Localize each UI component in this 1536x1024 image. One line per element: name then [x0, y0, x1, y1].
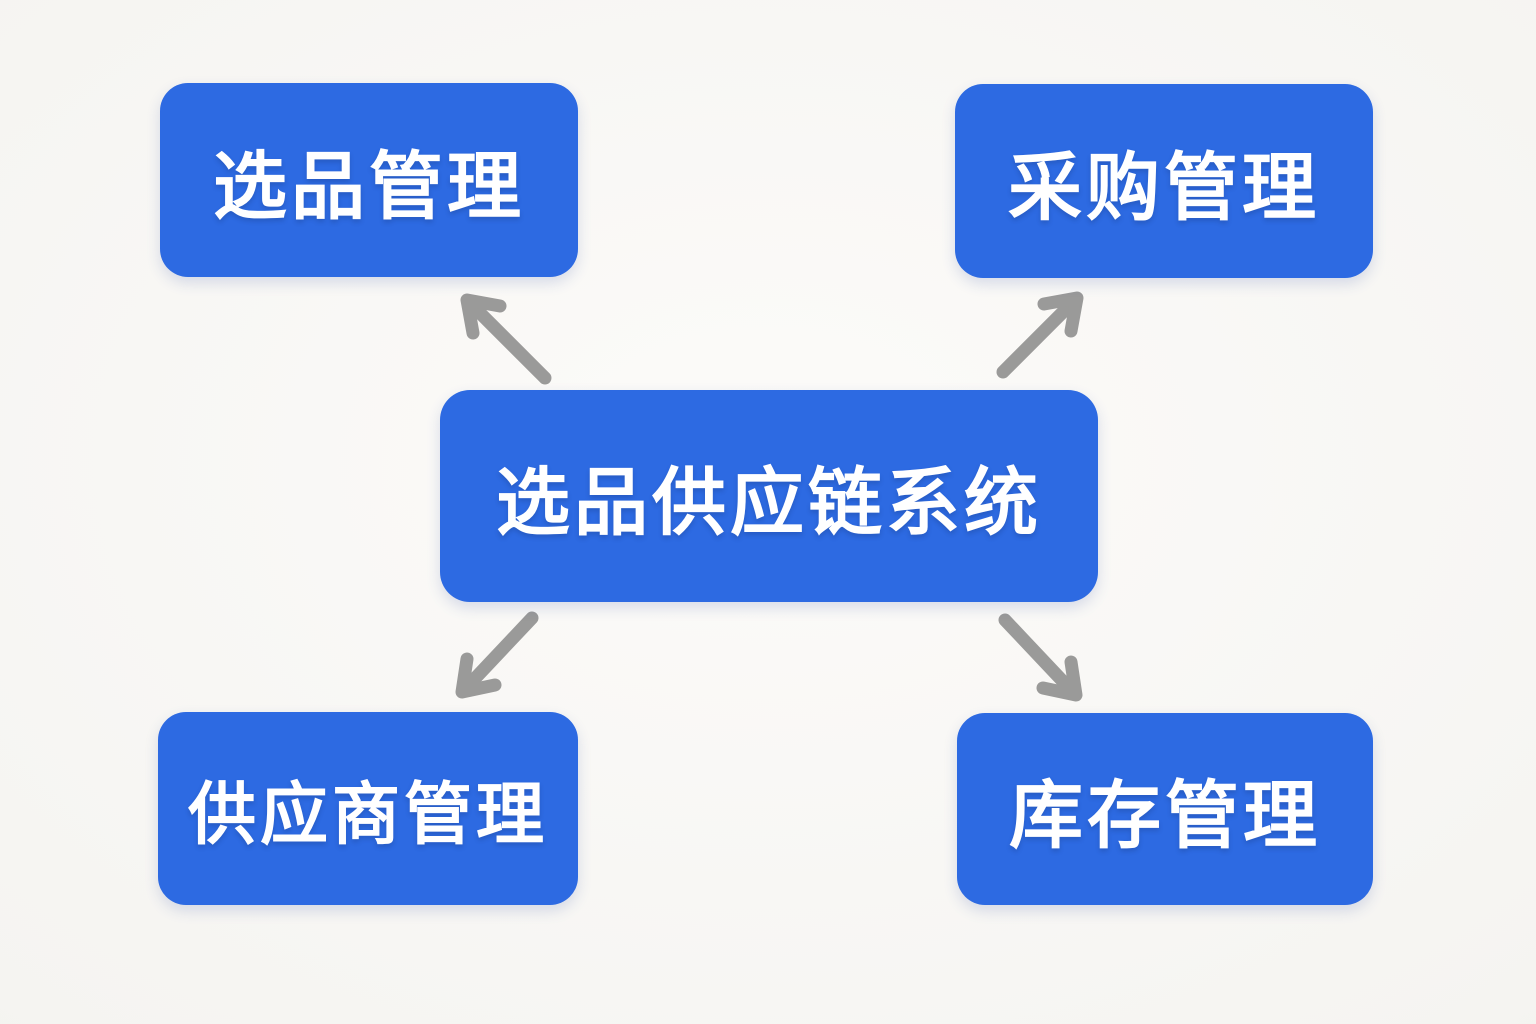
- node-label: 采购管理: [1008, 145, 1320, 229]
- node-top-left: 选品管理: [160, 83, 578, 277]
- node-top-right: 采购管理: [955, 84, 1373, 278]
- node-label: 供应商管理: [187, 777, 548, 853]
- arrow-center-to-bottom-right: [998, 613, 1083, 702]
- arrow-center-to-top-left: [460, 293, 552, 385]
- node-bottom-right: 库存管理: [957, 713, 1373, 905]
- arrow-center-to-bottom-left: [455, 611, 539, 699]
- node-label: 选品供应链系统: [496, 460, 1042, 544]
- node-label: 库存管理: [1009, 773, 1321, 857]
- node-label: 选品管理: [213, 144, 525, 228]
- node-bottom-left: 供应商管理: [158, 712, 578, 905]
- node-center: 选品供应链系统: [440, 390, 1098, 602]
- arrow-center-to-top-right: [996, 291, 1084, 379]
